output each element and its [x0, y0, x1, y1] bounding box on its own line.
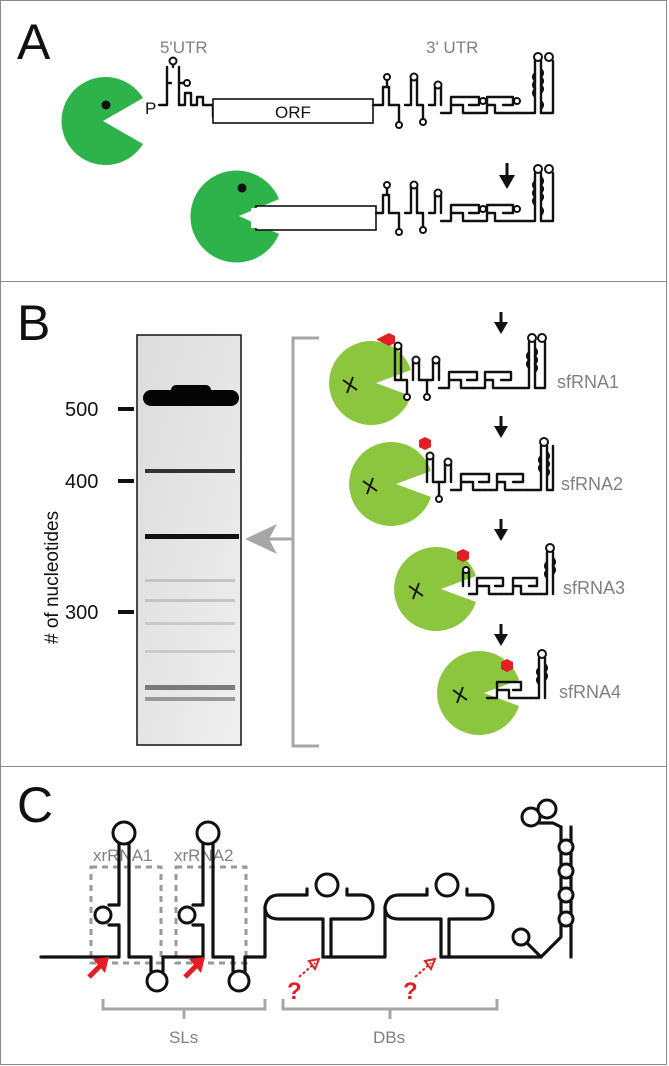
red-open-arrow-icon	[414, 957, 437, 978]
y-axis-label: # of nucleotides	[42, 511, 63, 644]
sfrna4-label: sfRNA4	[559, 682, 621, 702]
panel-b: B # of nucleotides 500 400 300	[0, 281, 667, 767]
dbs-label: DBs	[373, 1028, 405, 1047]
orf-box	[212, 98, 374, 124]
sfrna2-complex	[349, 437, 555, 526]
rna-3utr-full	[39, 798, 575, 993]
xrn1-pacman-degrading-icon	[190, 170, 279, 263]
sfrna1-label: sfRNA1	[557, 372, 619, 392]
down-arrow-icon	[494, 312, 508, 334]
down-arrow-icon	[494, 416, 508, 438]
sfrna4-complex	[437, 649, 548, 735]
utr3-structure-full	[371, 52, 555, 129]
utr3-label: 3' UTR	[426, 38, 478, 57]
unknown-cleavage-mark-1: ?	[287, 978, 302, 1005]
panel-c: C xrRNA1 xrRNA2	[0, 766, 667, 1065]
gel-image	[136, 334, 242, 746]
sfrna3-complex	[394, 543, 556, 631]
panel-b-label: B	[17, 295, 50, 351]
utr5-structure	[157, 56, 215, 119]
tick-300: 300	[65, 602, 98, 624]
sls-bracket	[101, 999, 267, 1011]
tick-500: 500	[65, 399, 98, 421]
tick-400: 400	[65, 471, 98, 493]
sfrna2-label: sfRNA2	[561, 474, 623, 494]
panel-c-label: C	[17, 777, 53, 833]
product-bracket	[245, 336, 319, 748]
sls-label: SLs	[169, 1028, 198, 1047]
xrn1-pacman-icon	[61, 77, 143, 165]
panel-a: A 5'UTR 3' UTR P ORF	[0, 0, 667, 282]
phosphate-label: P	[145, 99, 156, 118]
xrrna1-label: xrRNA1	[93, 846, 153, 865]
utr3-structure-degrading	[374, 164, 555, 236]
sfrna3-label: sfRNA3	[563, 578, 625, 598]
orf-label: ORF	[275, 103, 311, 122]
down-arrow-icon	[499, 163, 515, 189]
dbs-bracket	[281, 999, 499, 1011]
sfrna1-complex	[329, 333, 547, 425]
unknown-cleavage-mark-2: ?	[403, 978, 418, 1005]
mouth-cover	[251, 208, 281, 228]
down-arrow-icon	[494, 624, 508, 646]
down-arrow-icon	[494, 519, 508, 541]
xrrna2-box	[174, 865, 248, 965]
panel-a-label: A	[17, 14, 51, 70]
red-cleavage-arrow-icon	[183, 957, 205, 979]
red-open-arrow-icon	[298, 957, 321, 978]
xrrna1-box	[89, 865, 163, 965]
red-cleavage-arrow-icon	[87, 957, 109, 979]
utr5-label: 5'UTR	[160, 38, 208, 57]
